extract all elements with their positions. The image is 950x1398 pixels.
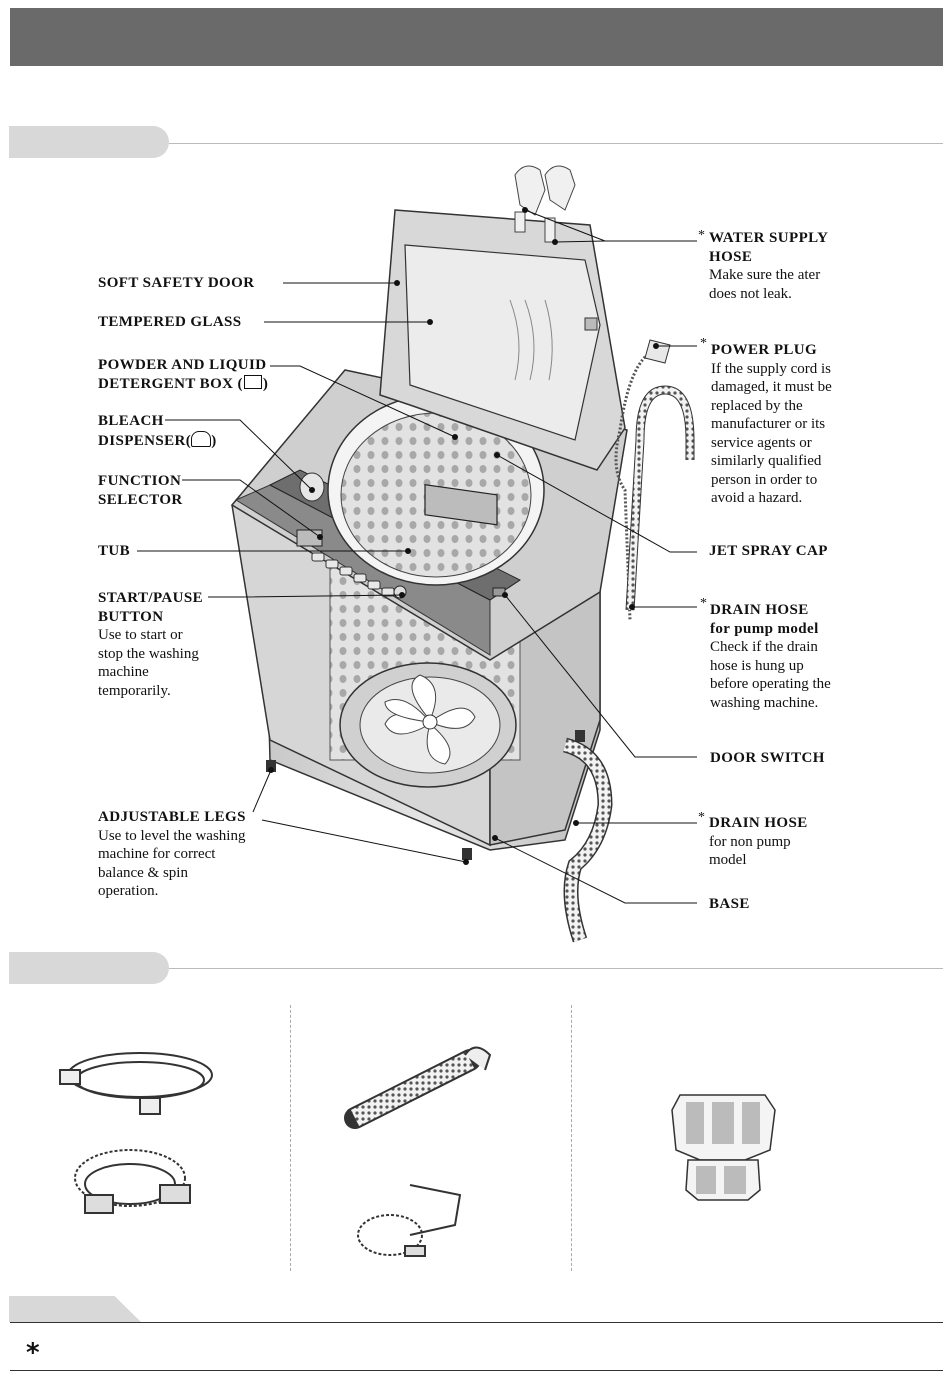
leader-lines xyxy=(137,209,697,904)
asterisk-drain-hose-pump: * xyxy=(700,596,707,611)
drain-hose-non-pump-drawing xyxy=(562,737,613,943)
asterisk-power-plug: * xyxy=(700,336,707,351)
cl-bleach-icon xyxy=(191,430,212,447)
accessory-divider-2 xyxy=(571,1005,572,1271)
asterisk-water-supply: * xyxy=(698,228,705,243)
label-door-switch: DOOR SWITCH xyxy=(710,750,825,766)
label-tub: TUB xyxy=(98,543,131,559)
lid xyxy=(379,209,626,526)
leader-dots xyxy=(268,207,659,865)
accessory-drain-hose-straight xyxy=(344,1046,492,1129)
section-rule-accessories xyxy=(169,968,943,969)
asterisk-drain-hose-non-pump: * xyxy=(698,810,705,825)
accessory-divider-1 xyxy=(290,1005,291,1271)
section-tab-parts xyxy=(9,126,169,158)
accessory-inlet-hose-2 xyxy=(74,1149,191,1214)
drain-hose-pump-drawing xyxy=(625,385,695,611)
label-detergent-box: POWDER AND LIQUID DETERGENT BOX () xyxy=(98,357,269,392)
section-tab-accessories xyxy=(9,952,169,984)
label-drain-hose-non-pump: DRAIN HOSE for non pump model xyxy=(709,815,808,868)
label-power-plug: POWER PLUG If the supply cord is damaged… xyxy=(711,342,832,506)
label-soft-safety-door: SOFT SAFETY DOOR xyxy=(98,275,255,291)
accessory-drain-hose-coiled xyxy=(357,1184,462,1257)
label-bleach-dispenser: BLEACH DISPENSER() xyxy=(98,413,217,449)
label-base: BASE xyxy=(709,896,750,912)
legs-drawing xyxy=(266,730,585,860)
water-supply-hose-drawing xyxy=(514,165,576,243)
detergent-box-icon xyxy=(243,374,262,389)
note-rule-top xyxy=(10,1322,943,1323)
accessory-inlet-hose-1 xyxy=(59,1052,213,1115)
header-bar xyxy=(10,8,943,66)
label-jet-spray-cap: JET SPRAY CAP xyxy=(709,543,828,559)
label-adjustable-legs: ADJUSTABLE LEGS Use to level the washing… xyxy=(98,809,246,899)
note-rule-bottom xyxy=(10,1370,943,1371)
section-tab-note xyxy=(9,1296,141,1322)
footnote-asterisk: * xyxy=(26,1338,40,1368)
accessory-base-cover xyxy=(671,1094,776,1201)
label-tempered-glass: TEMPERED GLASS xyxy=(98,314,242,330)
power-cord-drawing xyxy=(614,348,656,621)
section-rule-parts xyxy=(169,143,943,144)
